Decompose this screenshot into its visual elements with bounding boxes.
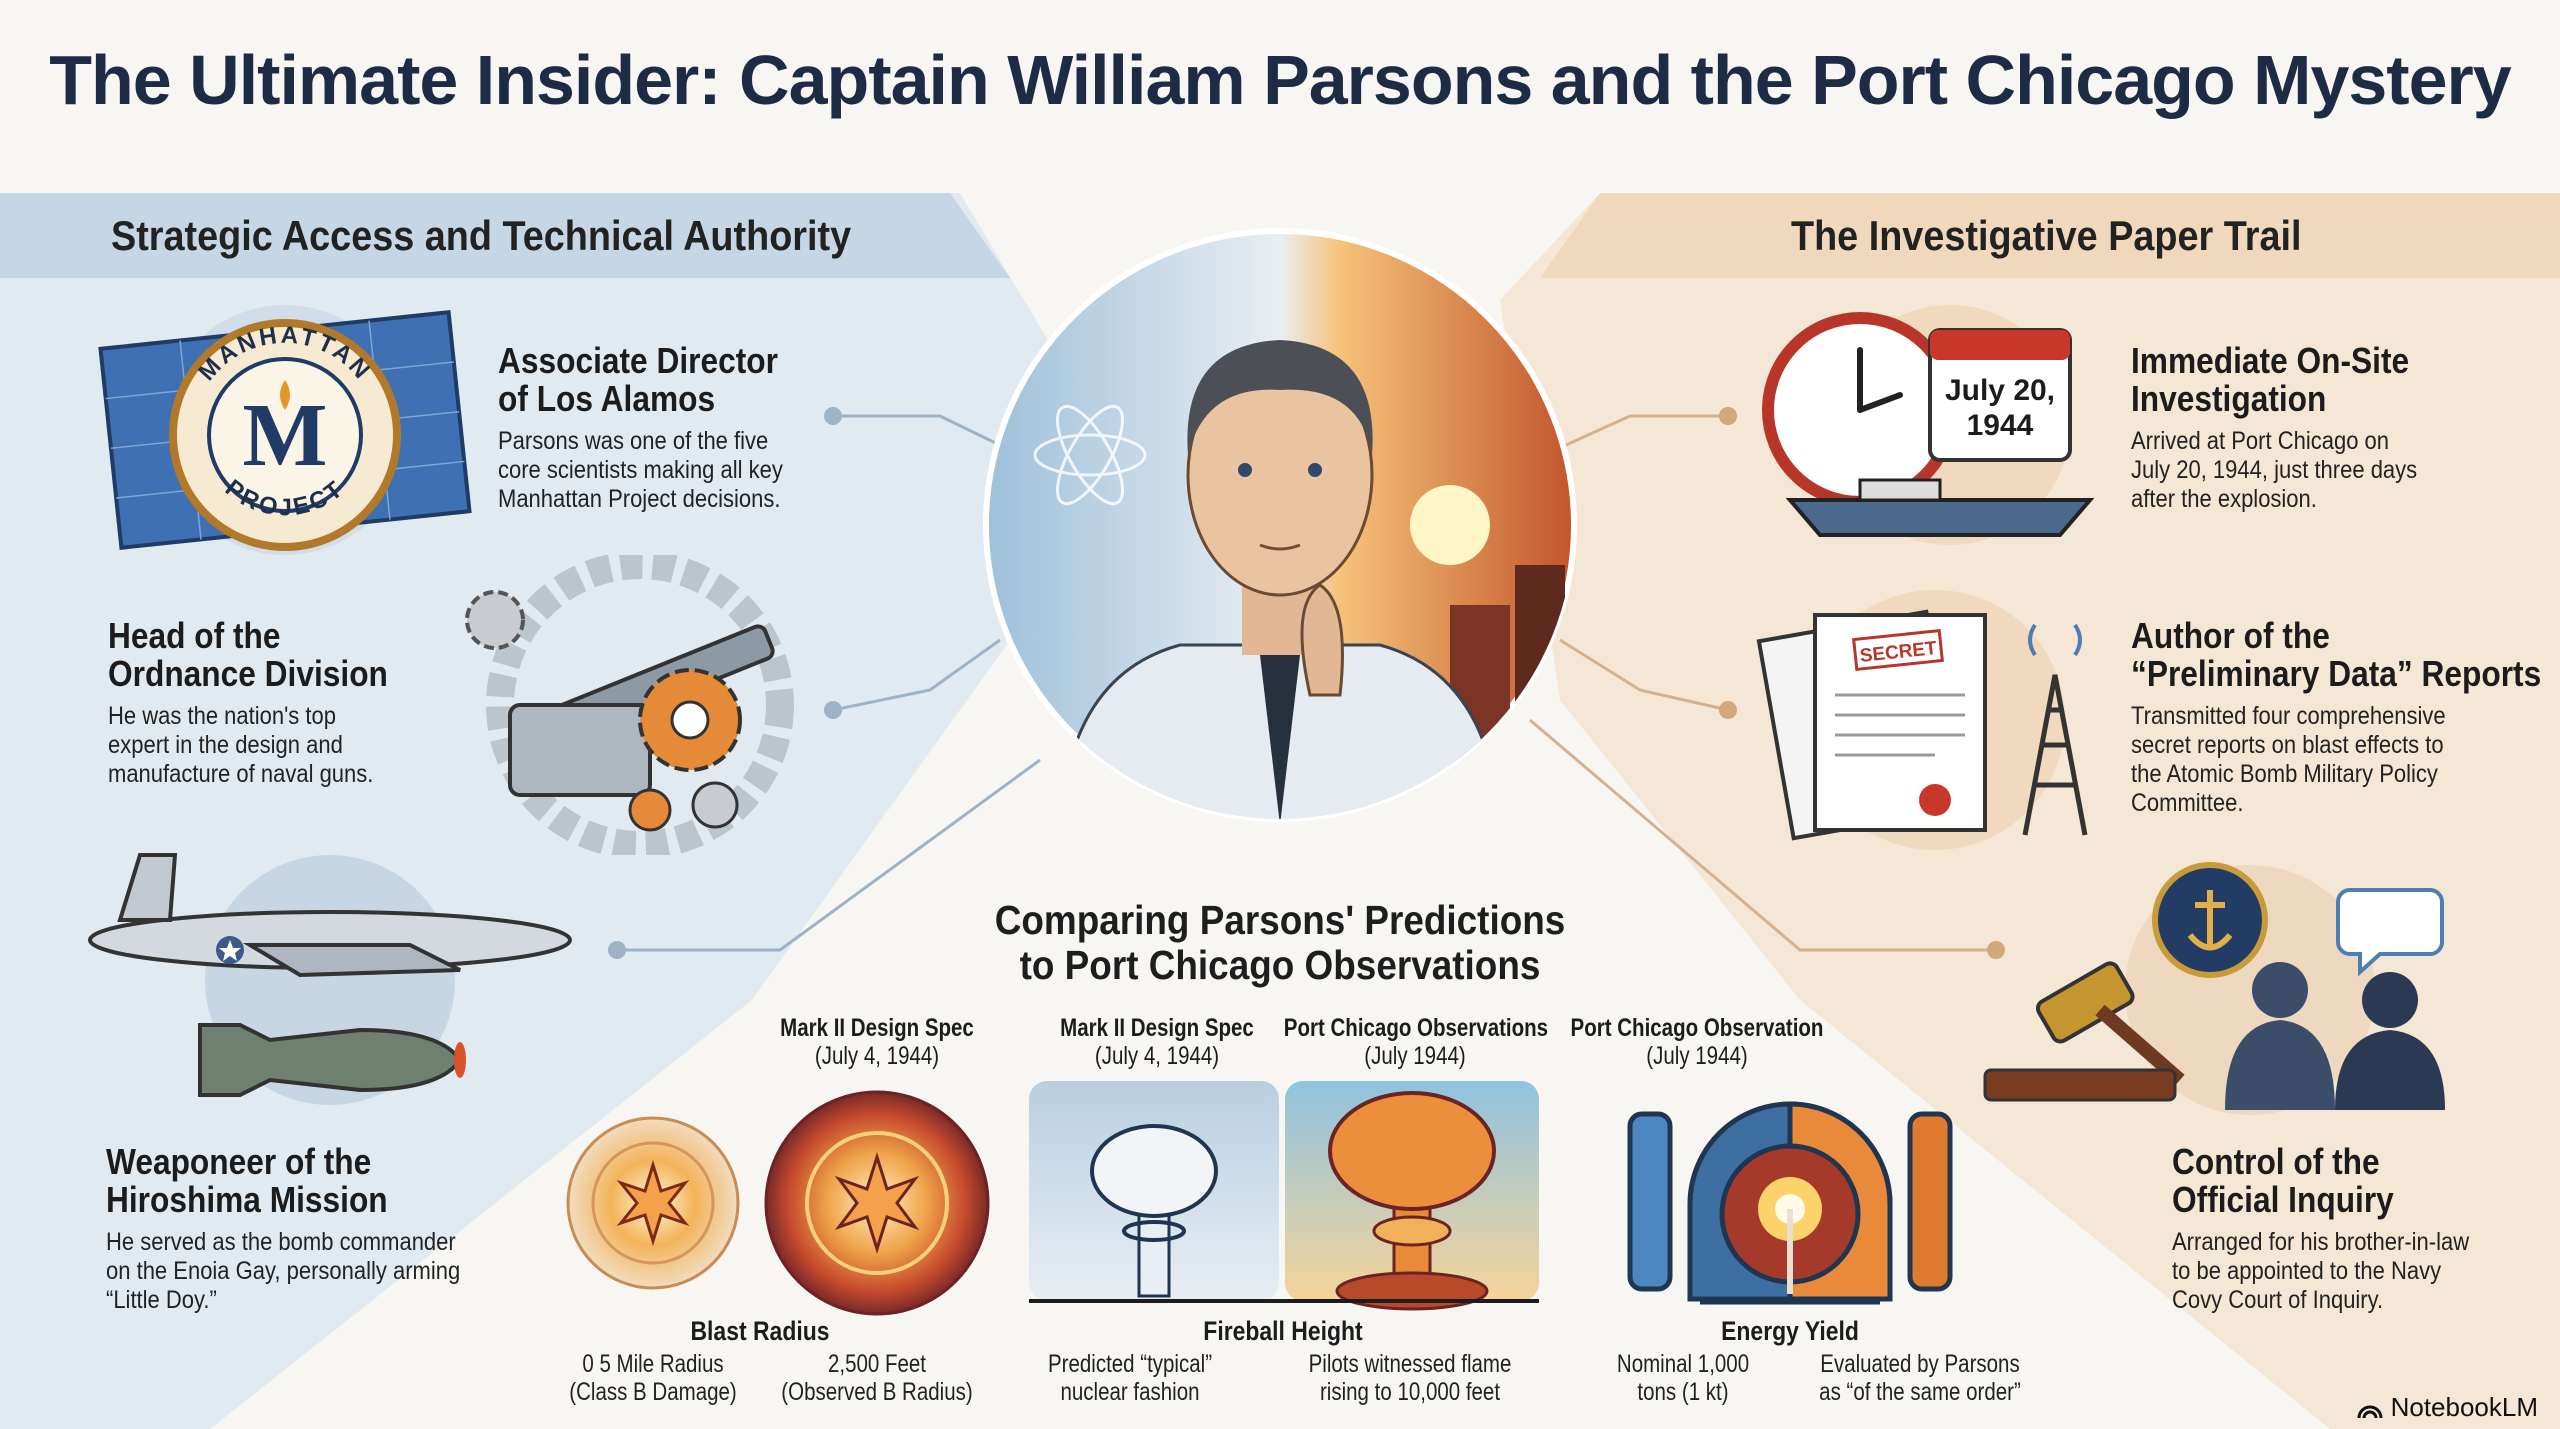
blast-column-label: Mark II Design Spec(July 4, 1944) [780, 1014, 974, 1070]
fireball-height-metric: Fireball Height [1203, 1316, 1363, 1346]
atom-icon [1033, 404, 1147, 506]
notebooklm-logo-icon [2357, 1405, 2383, 1418]
white-mushroom-cloud [1090, 1124, 1218, 1218]
right-banner [1540, 193, 2560, 278]
left-section-heading: Strategic Access and Technical Authority [111, 212, 852, 259]
energy-yield-metric: Energy Yield [1721, 1316, 1859, 1346]
blast-radius-metric: Blast Radius [690, 1316, 830, 1346]
notebooklm-brand: NotebookLM [2357, 1392, 2538, 1423]
title-regular: Captain William Parsons and the Port Chi… [720, 41, 2512, 119]
right-section-heading: The Investigative Paper Trail [1791, 212, 2302, 259]
fireball-predicted-value: Predicted “typical”nuclear fashion [1047, 1350, 1213, 1406]
naval-gun-gears-icon [465, 555, 794, 855]
gavel-inquiry-icon [1983, 862, 2445, 1115]
speech-bubble-icon [2336, 888, 2444, 977]
calendar-date-line1: July 20, [1945, 374, 2055, 407]
blast-radius-circles [566, 1090, 990, 1316]
bomb-icon [198, 1023, 463, 1097]
calendar-date-line2: 1944 [1967, 409, 2034, 442]
clock-calendar-ship-icon: July 20, 1944 [1762, 305, 2095, 545]
fireball-right-column-label: Port Chicago Observations(July 1944) [1283, 1014, 1549, 1070]
b29-bomber-and-bomb-icon [88, 853, 572, 1105]
energy-yield-gauge-icon [1627, 1101, 1953, 1305]
notebooklm-label: NotebookLM [2390, 1392, 2538, 1422]
manhattan-project-badge-icon: MANHATTAN PROJECT M [98, 305, 472, 555]
right-item-2-title: Author of the“Preliminary Data” Reports [2131, 615, 2542, 694]
energy-column-label: Port Chicago Observation(July 1944) [1570, 1014, 1824, 1070]
title-bold: The Ultimate Insider: [49, 41, 721, 119]
secret-reports-radio-tower-icon: SECRET [1756, 590, 2088, 850]
blast-predicted-value: 0 5 Mile Radius(Class B Damage) [569, 1350, 737, 1406]
fireball-height-panels [1029, 1081, 1539, 1311]
left-banner [0, 193, 1010, 278]
ship-icon [1785, 498, 2095, 537]
blast-observed-value: 2,500 Feet(Observed B Radius) [781, 1350, 973, 1406]
page-title: The Ultimate Insider: Captain William Pa… [0, 40, 2560, 120]
fireball-left-column-label: Mark II Design Spec(July 4, 1944) [1060, 1014, 1254, 1070]
orange-mushroom-cloud [1328, 1091, 1496, 1211]
explosion-flash-icon [1410, 485, 1490, 565]
hand-on-chin [1300, 583, 1344, 697]
parsons-portrait [983, 228, 1577, 822]
